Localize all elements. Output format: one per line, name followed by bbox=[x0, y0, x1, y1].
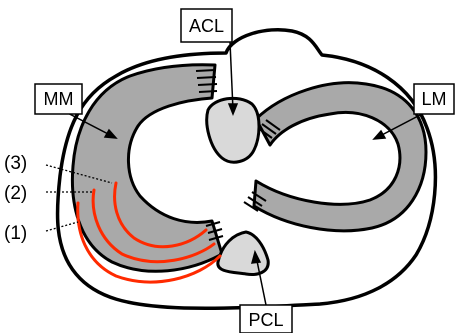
pcl-label-text: PCL bbox=[248, 310, 283, 330]
lm-label-text: LM bbox=[421, 89, 446, 109]
zone-2-label: (2) bbox=[4, 183, 27, 204]
acl-label-text: ACL bbox=[189, 16, 224, 36]
acl-label: ACL bbox=[181, 9, 232, 42]
zone-1-label: (1) bbox=[4, 223, 27, 244]
mm-label-text: MM bbox=[44, 89, 74, 109]
lm-label: LM bbox=[414, 84, 454, 114]
zone-3-label: (3) bbox=[4, 153, 27, 174]
mm-label: MM bbox=[35, 84, 82, 114]
pcl-label: PCL bbox=[240, 305, 292, 333]
